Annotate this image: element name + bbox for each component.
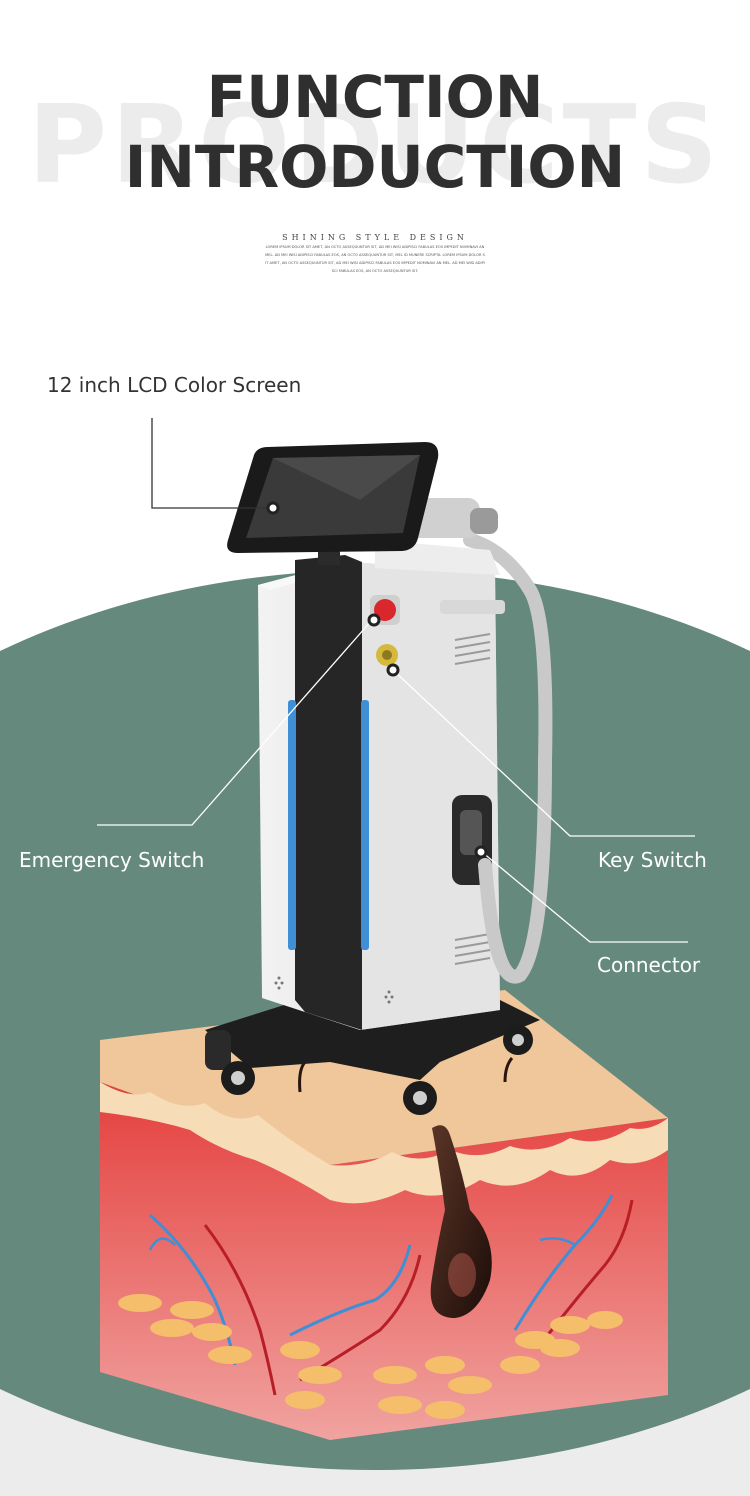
callout-lines bbox=[97, 418, 695, 943]
marker-connector bbox=[474, 845, 488, 859]
page-title: FUNCTION INTRODUCTION bbox=[0, 62, 750, 202]
tagline: SHINING STYLE DESIGN bbox=[282, 233, 468, 242]
fine-print: LOREM IPSUM DOLOR SIT AMET, AN OCTO ASSE… bbox=[265, 245, 485, 273]
laser-machine bbox=[205, 442, 553, 1115]
label-key-switch: Key Switch bbox=[598, 848, 707, 872]
marker-screen bbox=[266, 501, 280, 515]
label-connector: Connector bbox=[597, 953, 701, 977]
label-emergency-switch: Emergency Switch bbox=[19, 848, 205, 872]
lcd-screen bbox=[227, 442, 439, 553]
label-lcd-screen: 12 inch LCD Color Screen bbox=[47, 373, 302, 397]
marker-emergency bbox=[367, 613, 381, 627]
callout-markers bbox=[266, 501, 488, 859]
title-line-1: FUNCTION bbox=[206, 63, 544, 131]
watermark-products: PRODUCTS bbox=[27, 83, 723, 208]
marker-key bbox=[386, 663, 400, 677]
title-line-2: INTRODUCTION bbox=[124, 133, 626, 201]
